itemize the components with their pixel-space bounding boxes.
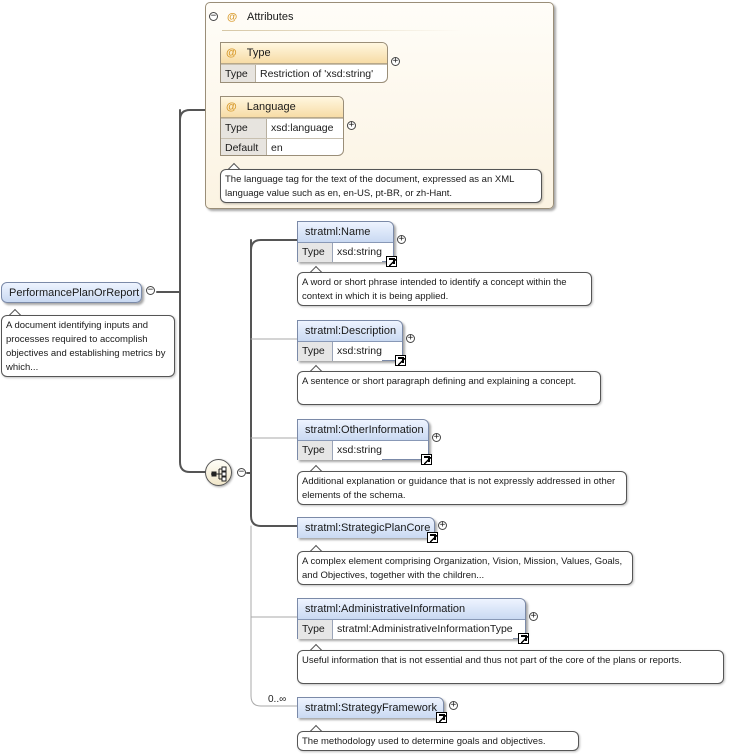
prop-key: Default <box>221 139 267 155</box>
element-administrative-information[interactable]: stratml:AdministrativeInformation Type s… <box>297 598 529 644</box>
prop-value: xsd:string <box>333 342 382 361</box>
type-link-icon[interactable] <box>395 355 406 366</box>
type-link-icon[interactable] <box>436 712 447 723</box>
prop-value: xsd:language <box>267 119 334 138</box>
attribute-language-prop-row: Default en <box>221 138 343 155</box>
prop-key: Type <box>298 342 333 361</box>
element-strategic-plan-core-title: stratml:StrategicPlanCore <box>298 518 434 538</box>
expand-language-icon[interactable]: + <box>347 120 356 130</box>
prop-value: en <box>267 139 283 155</box>
prop-key: Type <box>298 441 333 460</box>
attribute-type-name: Type <box>246 47 271 59</box>
element-administrative-information-title: stratml:AdministrativeInformation <box>298 599 525 619</box>
element-other-information-title: stratml:OtherInformation <box>298 420 428 440</box>
collapse-root-icon[interactable]: − <box>146 285 155 295</box>
expand-name-icon[interactable]: + <box>397 234 406 244</box>
expand-type-icon[interactable]: + <box>391 56 400 66</box>
collapse-attributes-icon[interactable]: − <box>209 11 218 21</box>
element-administrative-information-note: Useful information that is not essential… <box>297 650 724 684</box>
attribute-at-icon: @ <box>226 47 237 59</box>
element-strategy-framework-title: stratml:StrategyFramework <box>298 698 443 718</box>
attribute-language[interactable]: @ Language Type xsd:language Default en <box>220 96 344 156</box>
prop-value: xsd:string <box>333 441 382 460</box>
expand-other-information-icon[interactable]: + <box>432 432 441 442</box>
prop-key: Type <box>298 620 333 639</box>
expand-strategic-plan-core-icon[interactable]: + <box>438 520 447 530</box>
element-name[interactable]: stratml:Name Type xsd:string <box>297 221 397 267</box>
expand-description-icon[interactable]: + <box>406 333 415 343</box>
expand-administrative-information-icon[interactable]: + <box>529 611 538 621</box>
attribute-type[interactable]: @ Type Type Restriction of 'xsd:string' <box>220 42 388 83</box>
attribute-at-icon: @ <box>227 11 238 23</box>
attribute-language-prop-row: Type xsd:language <box>221 118 343 138</box>
root-element-note: A document identifying inputs and proces… <box>1 315 175 377</box>
element-strategic-plan-core-note: A complex element comprising Organizatio… <box>297 551 633 585</box>
prop-value: stratml:AdministrativeInformationType <box>333 620 513 639</box>
element-name-note: A word or short phrase intended to ident… <box>297 272 592 306</box>
element-name-title: stratml:Name <box>298 222 393 242</box>
attributes-title-rule <box>222 30 462 31</box>
collapse-sequence-icon[interactable]: − <box>237 467 246 477</box>
element-description-note: A sentence or short paragraph defining a… <box>297 371 601 405</box>
attribute-at-icon: @ <box>226 101 237 113</box>
element-description-title: stratml:Description <box>298 321 402 341</box>
prop-value: xsd:string <box>333 243 382 262</box>
sequence-icon[interactable] <box>205 459 232 486</box>
root-element-box[interactable]: PerformancePlanOrReport <box>1 282 142 303</box>
type-link-icon[interactable] <box>421 454 432 465</box>
attribute-language-name: Language <box>246 101 296 113</box>
element-other-information[interactable]: stratml:OtherInformation Type xsd:string <box>297 419 432 465</box>
element-strategic-plan-core[interactable]: stratml:StrategicPlanCore <box>297 517 438 543</box>
attributes-title: Attributes <box>247 11 294 23</box>
attributes-group: − @ Attributes @ Type Type Restriction o… <box>205 2 554 209</box>
type-link-icon[interactable] <box>386 256 397 267</box>
attribute-language-note: The language tag for the text of the doc… <box>220 169 542 203</box>
element-description[interactable]: stratml:Description Type xsd:string <box>297 320 406 366</box>
type-link-icon[interactable] <box>427 532 438 543</box>
prop-key: Type <box>298 243 333 262</box>
prop-key: Type <box>221 119 267 138</box>
sequence-symbol <box>211 466 227 482</box>
occurrence-label: 0..∞ <box>268 694 287 705</box>
element-strategy-framework[interactable]: stratml:StrategyFramework <box>297 697 447 723</box>
type-link-icon[interactable] <box>518 633 529 644</box>
expand-strategy-framework-icon[interactable]: + <box>449 700 458 710</box>
element-strategy-framework-note: The methodology used to determine goals … <box>297 731 579 751</box>
element-other-information-note: Additional explanation or guidance that … <box>297 471 627 505</box>
prop-key: Type <box>221 65 256 82</box>
attribute-type-prop-row: Type Restriction of 'xsd:string' <box>221 64 387 82</box>
prop-value: Restriction of 'xsd:string' <box>256 65 374 82</box>
